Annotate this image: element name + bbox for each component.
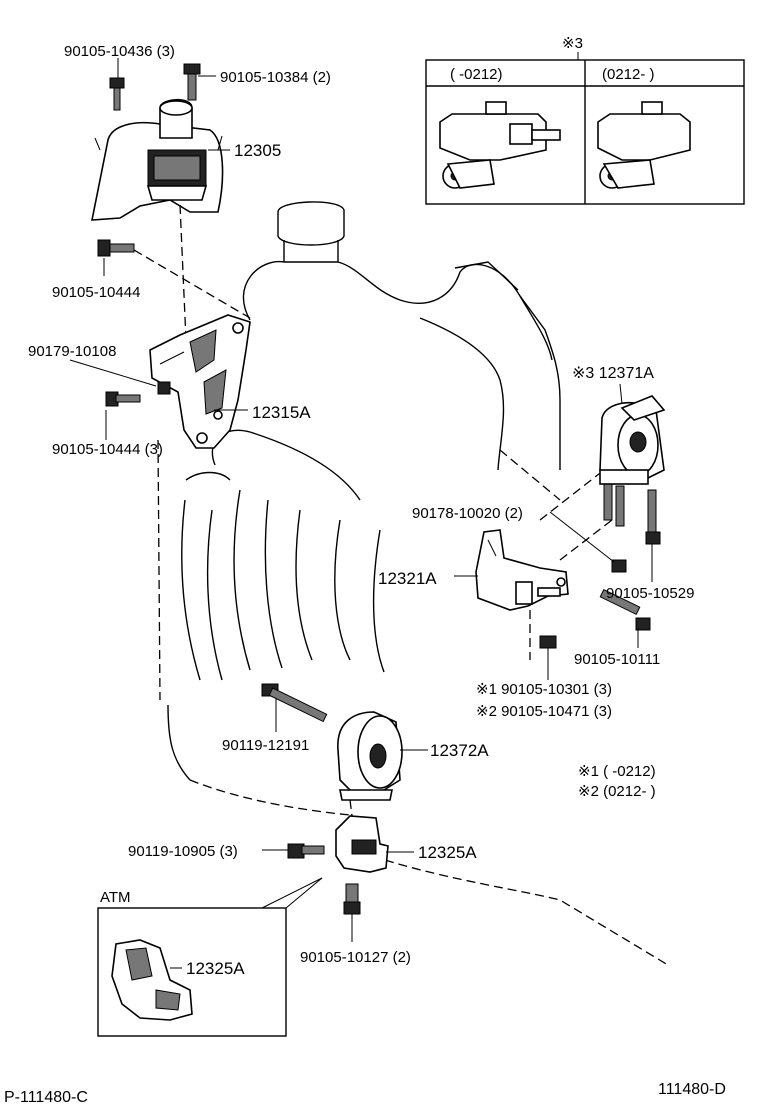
label-bolt-10471: ※2 90105-10471 (3): [476, 703, 612, 720]
label-atm-12325a: 12325A: [186, 959, 245, 978]
bolt-10127: [343, 883, 361, 915]
engine-outline: [157, 201, 669, 966]
label-inset-col-left: ( -0212): [450, 66, 503, 83]
bolt-12191: [261, 683, 328, 723]
label-bolt-top-right: 90105-10384 (2): [220, 69, 331, 86]
label-bolt-10529: 90105-10529: [606, 585, 694, 602]
bracket-12321a: [475, 529, 569, 611]
align-line-12305: [179, 204, 187, 341]
bolt-10444-lower: [105, 391, 141, 407]
bolt-10529: [645, 489, 661, 545]
mount-12372a: [337, 711, 403, 801]
label-bolt-10905: 90119-10905 (3): [128, 843, 238, 860]
label-bolt-10111: 90105-10111: [574, 651, 660, 668]
nut-10108: [157, 381, 171, 395]
bolt-10444-upper: [97, 239, 135, 257]
label-bolt-10301: ※1 90105-10301 (3): [476, 681, 612, 698]
label-bracket-12315a: 12315A: [252, 403, 311, 422]
label-nut-10108: 90179-10108: [28, 343, 116, 360]
label-inset-col-right: (0212- ): [602, 66, 655, 83]
inset-box: [425, 52, 745, 205]
bolt-10384: [183, 63, 201, 101]
label-note-2: ※2 (0212- ): [578, 783, 656, 800]
atm-box: [97, 877, 323, 1037]
nut-10020: [611, 559, 627, 573]
mount-12371a: [599, 395, 666, 527]
mount-12305: [91, 98, 224, 221]
label-atm: ATM: [100, 889, 131, 906]
bolt-10301: [539, 635, 557, 649]
label-bracket-12321a: 12321A: [378, 569, 437, 588]
label-bolt-top-left: 90105-10436 (3): [64, 43, 175, 60]
label-part-12305: 12305: [234, 141, 281, 160]
label-note-1: ※1 ( -0212): [578, 763, 656, 780]
align-line-12372a: [349, 799, 353, 817]
leader-lines: [69, 58, 653, 969]
align-line-bolt-10444: [133, 249, 251, 319]
label-nut-10020: 90178-10020 (2): [412, 505, 523, 522]
label-part-12371a: ※3 12371A: [572, 365, 654, 382]
footer-left-code: P-111480-C: [4, 1089, 88, 1106]
label-bolt-10444: 90105-10444: [52, 284, 140, 301]
label-inset-mark: ※3: [562, 35, 583, 52]
label-bolt-10444-3: 90105-10444 (3): [52, 441, 163, 458]
bolt-10111: [599, 588, 651, 631]
bolt-10436: [109, 77, 125, 111]
footer-right-code: 111480-D: [658, 1081, 726, 1098]
bolt-10905: [287, 843, 325, 859]
label-part-12372a: 12372A: [430, 741, 489, 760]
bracket-12325a: [335, 815, 389, 873]
labels: 90105-10436 (3) 90105-10384 (2) 12305 90…: [4, 35, 726, 1106]
bracket-12315a: [149, 314, 251, 449]
label-bolt-12191: 90119-12191: [222, 737, 309, 754]
label-bracket-12325a: 12325A: [418, 843, 477, 862]
label-bolt-10127: 90105-10127 (2): [300, 949, 411, 966]
